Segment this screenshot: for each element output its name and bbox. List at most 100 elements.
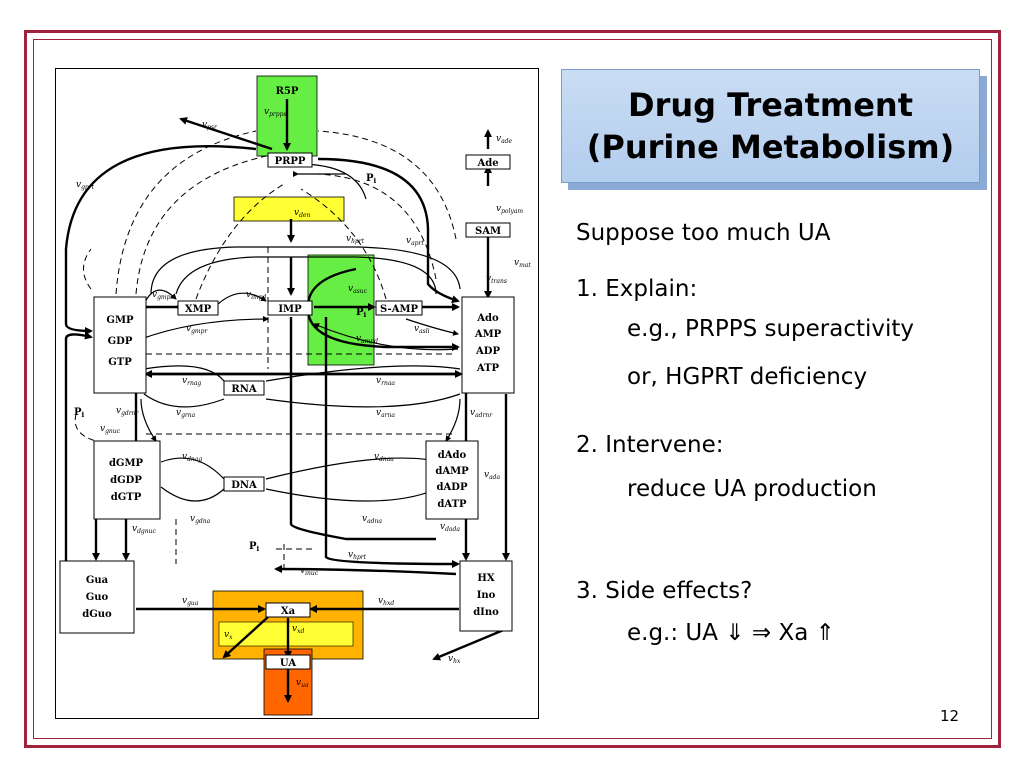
flux-label-polyam: vpolyam xyxy=(496,204,523,215)
flux-sub-dgnuc: dgnuc xyxy=(137,528,156,535)
curve-gdrnr xyxy=(140,398,157,442)
slide-title: Drug Treatment(Purine Metabolism) xyxy=(587,84,955,168)
label-ade: Ade xyxy=(476,158,498,169)
slide-frame-outer xyxy=(24,30,1001,748)
label-dna: DNA xyxy=(231,480,257,491)
flux-label-rnaa: vrnaa xyxy=(376,376,395,387)
curve-rnag xyxy=(143,365,225,382)
flux-label-grna: vgrna xyxy=(176,408,196,419)
label-dadp: dADP xyxy=(437,482,468,493)
flux-sub-grna: grna xyxy=(181,412,196,419)
flux-v-grna: v xyxy=(176,408,181,418)
flux-label-gdna: vgdna xyxy=(190,514,211,525)
flux-sub-gprt: gprt xyxy=(81,184,95,191)
node-samp-box xyxy=(375,300,423,316)
flux-label-psr: vpsr xyxy=(202,120,218,131)
flux-v-ade: v xyxy=(496,134,501,144)
arrow-gprt-loop xyxy=(64,145,257,335)
dash-9 xyxy=(83,248,92,290)
node-hx-box xyxy=(459,560,513,632)
flux-sub-dnag: dnag xyxy=(187,456,202,463)
flux-v-gmps: v xyxy=(152,290,157,300)
flux-label-ada: vada xyxy=(484,470,501,481)
flux-label-trans: vtrans xyxy=(486,274,507,285)
arrow-vx xyxy=(222,616,269,659)
flux-label-gmps: vgmps xyxy=(152,290,174,301)
flux-sub-dada: dada xyxy=(445,526,460,533)
flux-sub-gmpr: gmpr xyxy=(191,328,208,335)
slide-title-box: Drug Treatment(Purine Metabolism) xyxy=(561,69,980,183)
curve-impd xyxy=(217,292,267,305)
flux-sub-dnaa: dnaa xyxy=(379,456,394,463)
node-danuc-box xyxy=(425,440,479,520)
flux-label-asli: vasli xyxy=(414,324,430,335)
arrow-gprt-lower xyxy=(64,331,93,564)
label-damp: dAMP xyxy=(435,466,469,477)
item3-line1: e.g.: UA ⇓ ⇒ Xa ⇑ xyxy=(627,620,835,646)
flux-v-hprt: v xyxy=(346,234,351,244)
flux-v-asli: v xyxy=(414,324,419,334)
flux-sub-hprt: hprt xyxy=(351,238,365,245)
item1-line2: or, HGPRT deficiency xyxy=(627,364,868,390)
flux-label-dgnuc: vdgnuc xyxy=(132,524,157,535)
flux-v-adrnr: v xyxy=(470,408,475,418)
flux-label-arna: varna xyxy=(376,408,395,419)
flux-v-hx: v xyxy=(448,654,453,664)
flux-label-aprt: vaprt xyxy=(406,236,424,247)
curve-adrnr xyxy=(445,398,461,442)
label-pi-prpp: Pi xyxy=(366,173,377,185)
title-line-2: (Purine Metabolism) xyxy=(586,128,955,166)
label-dino: dIno xyxy=(473,607,499,618)
node-gua-box xyxy=(59,560,135,634)
flux-v-rnaa: v xyxy=(376,376,381,386)
flux-v-gnuc: v xyxy=(100,424,105,434)
flux-v-mat: v xyxy=(514,258,519,268)
label-dguo: dGuo xyxy=(82,609,112,620)
label-hx: HX xyxy=(477,573,494,584)
flux-label-dada: vdada xyxy=(440,522,460,533)
label-pi-bottom: Pi xyxy=(249,541,260,553)
flux-sub-gua: gua xyxy=(187,600,199,607)
flux-v-inuc: v xyxy=(300,566,305,576)
node-sam-box xyxy=(465,222,511,238)
flux-sub-mat: mat xyxy=(519,262,531,269)
node-dna-box xyxy=(223,476,265,492)
flux-label-inuc: vinuc xyxy=(300,566,319,577)
flux-label-ampd: vampd xyxy=(356,334,378,345)
node-imp-box xyxy=(267,300,313,316)
label-ino: Ino xyxy=(477,590,496,601)
node-xa-box xyxy=(265,602,311,618)
flux-sub-impd: impd xyxy=(251,294,266,301)
dash-10 xyxy=(74,413,97,442)
label-dgtp: dGTP xyxy=(111,492,142,503)
flux-v-polyam: v xyxy=(496,204,501,214)
dash-1 xyxy=(115,130,257,295)
label-gua: Gua xyxy=(86,575,109,586)
arrow-inuc xyxy=(274,565,457,576)
label-r5p: R5P xyxy=(276,86,299,97)
curve-asli xyxy=(405,318,459,336)
flux-label-hprt2: vhprt xyxy=(348,550,367,561)
den-region xyxy=(233,196,345,222)
flux-sub-hxd: hxd xyxy=(383,600,394,607)
label-gdp: GDP xyxy=(108,336,133,347)
label-adp: ADP xyxy=(475,346,500,357)
node-ua-box xyxy=(265,654,311,670)
flux-v-dada: v xyxy=(440,522,445,532)
arrow-aprt-loop xyxy=(317,157,460,303)
flux-v-gmpr: v xyxy=(186,324,191,334)
flux-v-dnaa: v xyxy=(374,452,379,462)
pi-sub-3: i xyxy=(82,410,85,419)
flux-v-psr: v xyxy=(202,120,207,130)
flux-label-den: vden xyxy=(294,208,310,219)
flux-label-rnag: vrnag xyxy=(182,376,201,387)
flux-v-den: v xyxy=(294,208,299,218)
flux-v-hprt2: v xyxy=(348,550,353,560)
flux-label-hxd: vhxd xyxy=(378,596,394,607)
arrow-imp-down xyxy=(289,317,436,541)
flux-label-dnaa: vdnaa xyxy=(374,452,394,463)
arrow-hprt-lower xyxy=(324,317,460,568)
flux-v-arna: v xyxy=(376,408,381,418)
dash-3 xyxy=(317,130,457,240)
flux-label-impd: vimpd xyxy=(246,290,267,301)
